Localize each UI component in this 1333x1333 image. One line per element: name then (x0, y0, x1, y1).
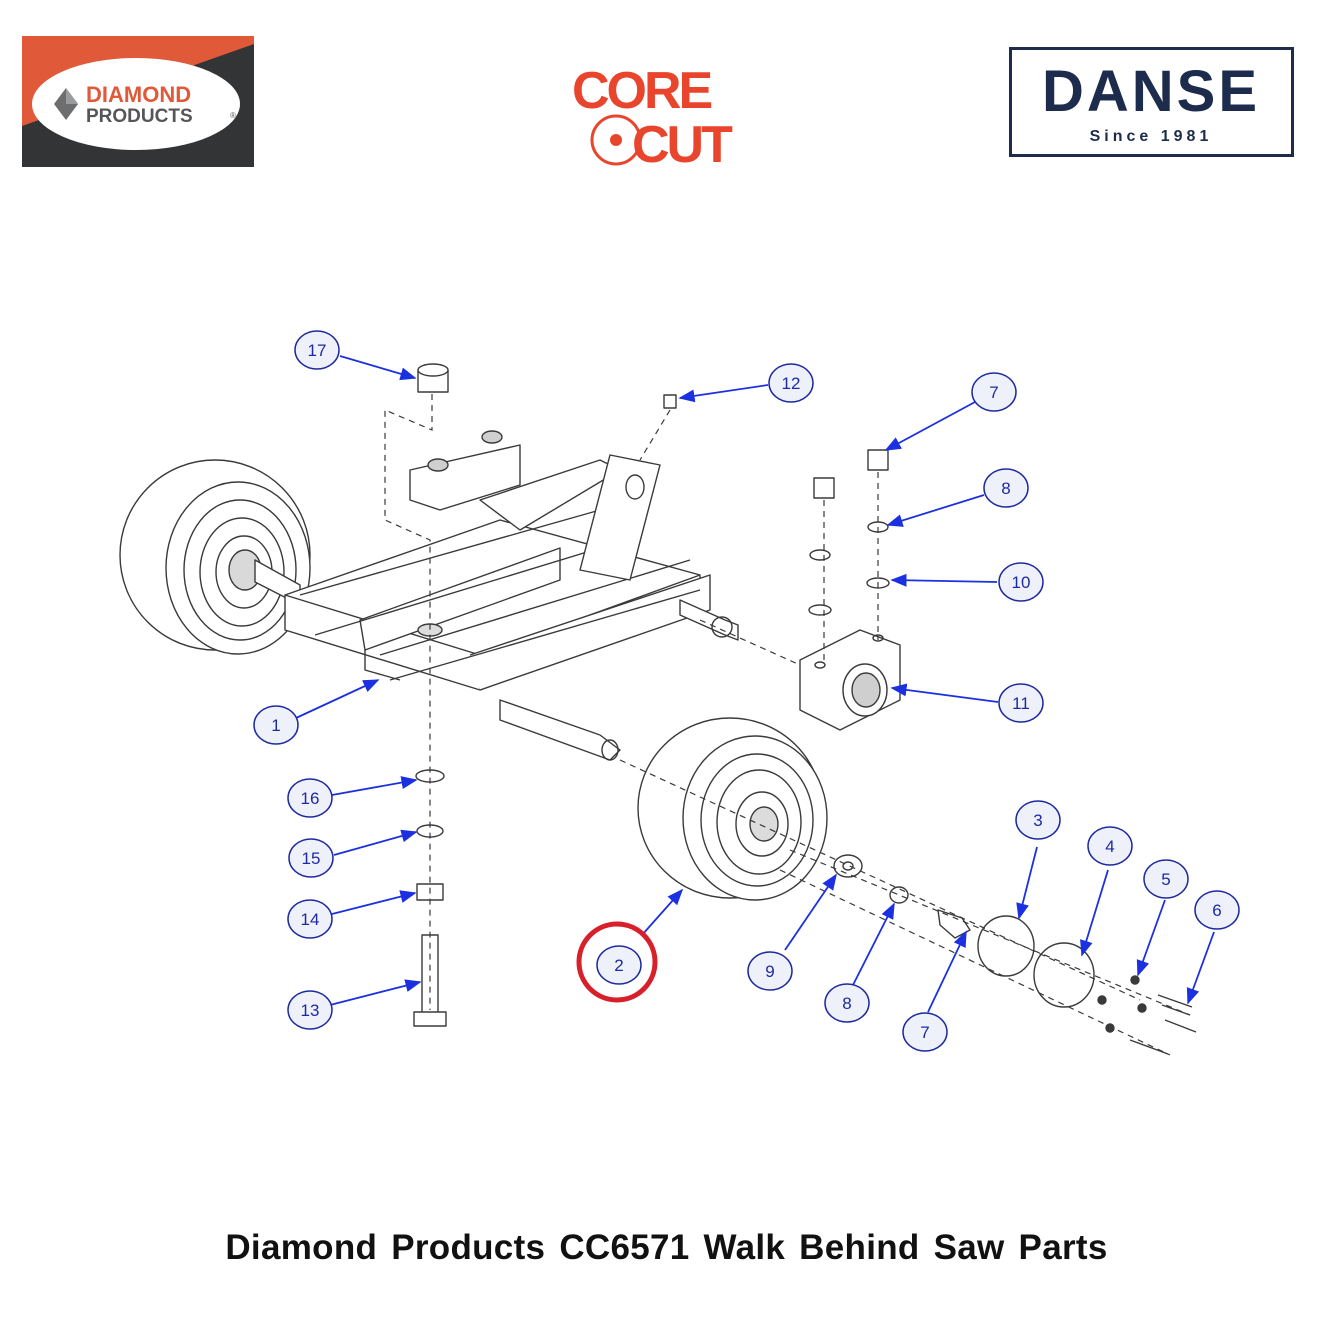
callout-label: 2 (614, 956, 623, 975)
callout-label: 7 (989, 383, 998, 402)
callout-label: 13 (301, 1001, 320, 1020)
callout-10: 10 (998, 562, 1044, 602)
callout-12: 12 (768, 363, 814, 403)
page-title: Diamond Products CC6571 Walk Behind Saw … (225, 1228, 1108, 1267)
callout-8-upper: 8 (983, 468, 1029, 508)
callout-6: 6 (1194, 890, 1240, 930)
top-pillow-blocks (409, 430, 521, 511)
dp-logo-reg: ® (230, 111, 236, 120)
callout-14: 14 (287, 899, 333, 939)
danse-tagline: Since 1981 (1090, 128, 1213, 145)
dp-logo-line1: DIAMOND (86, 82, 191, 107)
diamond-mark-icon (54, 88, 78, 120)
callout-15: 15 (288, 838, 334, 878)
callout-13: 13 (287, 990, 333, 1030)
callout-label: 11 (1012, 694, 1030, 713)
diamond-products-logo: DIAMOND PRODUCTS ® (22, 36, 254, 167)
pillow-block-bearing (799, 629, 901, 731)
right-wheel (637, 717, 828, 901)
callout-17: 17 (294, 330, 340, 370)
callout-8-lower: 8 (824, 983, 870, 1023)
callout-label: 12 (782, 374, 801, 393)
callout-bubbles: 17 12 7 8 10 11 1 16 15 14 13 2 9 8 7 3 … (253, 330, 1240, 1052)
callout-label: 14 (301, 910, 320, 929)
saw-blade-icon (590, 114, 642, 166)
danse-logo: DANSE Since 1981 (1009, 47, 1294, 157)
callout-label: 8 (842, 994, 851, 1013)
callout-11: 11 (998, 683, 1044, 723)
callout-4: 4 (1087, 826, 1133, 866)
callout-2: 2 (596, 945, 642, 985)
callout-16: 16 (287, 778, 333, 818)
callout-label: 6 (1212, 901, 1221, 920)
callout-label: 7 (920, 1023, 929, 1042)
callout-label: 10 (1012, 573, 1031, 592)
callout-9: 9 (747, 951, 793, 991)
callout-label: 3 (1033, 811, 1042, 830)
corecut-logo-line1: CORE (572, 62, 712, 120)
callout-label: 1 (271, 716, 280, 735)
callout-1: 1 (253, 705, 299, 745)
callout-label: 5 (1161, 870, 1170, 889)
callout-label: 8 (1001, 479, 1010, 498)
core-cut-logo: CORE CUT (572, 62, 736, 170)
left-wheel (119, 459, 311, 655)
callout-label: 16 (301, 789, 320, 808)
corecut-logo-line2: CUT (632, 116, 733, 170)
callout-label: 9 (765, 962, 774, 981)
callout-label: 15 (302, 849, 321, 868)
callout-label: 4 (1105, 837, 1114, 856)
callout-3: 3 (1015, 800, 1061, 840)
danse-name: DANSE (1042, 59, 1260, 124)
axle-frame (284, 454, 711, 691)
callout-label: 17 (308, 341, 327, 360)
highlight-ring (576, 921, 658, 1003)
dp-logo-line2: PRODUCTS (86, 106, 193, 127)
callout-7-lower: 7 (902, 1012, 948, 1052)
callout-7-upper: 7 (971, 372, 1017, 412)
callout-5: 5 (1143, 859, 1189, 899)
